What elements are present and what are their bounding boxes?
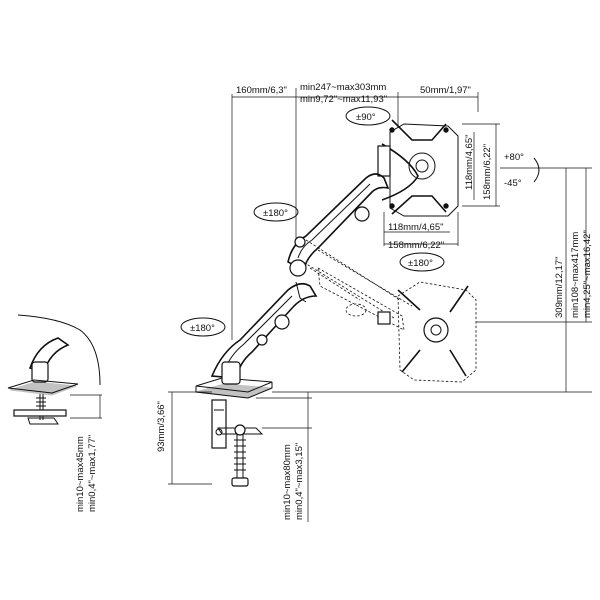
upper-arm-joint xyxy=(354,206,370,222)
upper-arm-joint xyxy=(294,236,306,248)
top-dimensions: 160mm/6,3" min247~max303mm min9,72"~max1… xyxy=(231,82,479,340)
vesa-hole xyxy=(443,203,449,209)
plate-depth-label: 50mm/1,97" xyxy=(420,85,471,96)
inset-boundary-arc xyxy=(17,314,101,386)
inset-base-plate xyxy=(7,379,79,394)
lower-arm-joint xyxy=(256,334,268,346)
vesa-plate-lower: ±180° xyxy=(397,252,477,383)
height-range-in-label: min4,25"~max16,42" xyxy=(582,230,593,318)
lower-plate-hub xyxy=(423,317,449,343)
inset-post xyxy=(31,361,49,383)
clamp-screw-thread xyxy=(234,439,246,471)
upper-swivel-label: ±180° xyxy=(263,208,288,219)
tilt-arc xyxy=(533,157,540,183)
vesa-plate-hub-inner xyxy=(415,159,429,173)
lower-plate-cross xyxy=(397,285,469,377)
vesa-w-inner-label: 118mm/4,65" xyxy=(388,222,443,233)
base-plate-edge xyxy=(195,382,273,399)
lowered-arm-outline xyxy=(299,239,413,319)
reach-offset-label: 160mm/6,3" xyxy=(236,85,287,96)
vesa-plate-outline xyxy=(389,123,459,217)
pole-height-label: 93mm/3,66" xyxy=(156,401,167,452)
inset-grommet-plate xyxy=(27,417,59,425)
inset-base-shadow xyxy=(9,381,77,396)
lower-arm-joint xyxy=(274,314,290,330)
lower-arm-segment xyxy=(210,282,318,379)
inset-desk-line xyxy=(13,409,67,417)
vesa-h-inner-label: 118mm/4,65" xyxy=(464,135,475,190)
desk-clamp-in-label: min0,4"~max3,15" xyxy=(294,443,305,520)
lowered-arm-body xyxy=(317,267,405,331)
lowered-arm-joint xyxy=(345,303,367,317)
height-dimensions: 309mm/12,17" min108~max417mm min4,25"~ma… xyxy=(272,167,593,393)
vesa-hole xyxy=(389,127,395,133)
grommet-range-in: min0,4"~max1,77" xyxy=(87,435,98,512)
height-range-mm-label: min108~max417mm xyxy=(570,232,581,318)
lowered-arm-joint-block xyxy=(377,311,391,325)
clamp-screw-handle xyxy=(231,477,249,487)
base-post xyxy=(221,361,241,385)
desk-clamp xyxy=(195,361,273,487)
monitor-arm-upper xyxy=(210,173,390,379)
arm-swivel-indicators: ±180° ±180° xyxy=(180,202,299,337)
clamp-knob xyxy=(234,424,246,436)
bottom-dimensions: 93mm/3,66" min10~max80mm min0,4"~max3,15… xyxy=(156,391,312,522)
reach-range-mm-label: min247~max303mm xyxy=(300,82,386,93)
upper-arm-edge xyxy=(297,183,371,259)
upper-arm-segment xyxy=(287,173,390,272)
vesa-plate-cross-arms xyxy=(391,119,447,215)
reach-range-in-label: min9,72"~max11,93" xyxy=(300,94,387,105)
lower-plate-hub-inner xyxy=(430,324,442,336)
head-swivel-label: ±180° xyxy=(408,258,433,269)
vesa-plate-upper: ±90° 118mm/4,65" 158mm/6,22" 118mm/4,65"… xyxy=(345,106,540,251)
lower-swivel-label: ±180° xyxy=(190,323,215,334)
rotate-arc xyxy=(345,106,391,126)
upper-swivel-arc xyxy=(253,202,299,222)
head-swivel-arc xyxy=(399,252,445,272)
monitor-arm-lowered xyxy=(299,239,413,331)
elbow-link xyxy=(295,281,307,303)
tilt-up-label: +80° xyxy=(504,152,524,163)
lower-swivel-arc xyxy=(180,317,226,337)
inset-bolt-thread xyxy=(36,397,46,415)
vesa-h-outer-label: 158mm/6,22" xyxy=(482,144,493,200)
rotate-label: ±90° xyxy=(356,112,376,123)
vesa-hole xyxy=(389,203,395,209)
tilt-down-label: -45° xyxy=(504,178,522,189)
vesa-plate-front-left xyxy=(381,143,419,201)
height-max-label: 309mm/12,17" xyxy=(554,257,565,318)
lower-plate-outline xyxy=(397,281,477,383)
desk-clamp-mm-label: min10~max80mm xyxy=(282,444,293,520)
clamp-body xyxy=(211,399,227,449)
vesa-plate-mount xyxy=(377,145,391,177)
grommet-mount-inset: min10~max45mm min0,4"~max1,77" xyxy=(7,314,102,512)
vesa-plate-hub xyxy=(408,152,436,180)
vesa-w-outer-label: 158mm/6,22" xyxy=(388,240,444,251)
vesa-hole xyxy=(443,127,449,133)
elbow-joint xyxy=(289,259,307,277)
grommet-range-mm: min10~max45mm xyxy=(75,436,86,512)
lower-arm-edge xyxy=(223,295,293,373)
